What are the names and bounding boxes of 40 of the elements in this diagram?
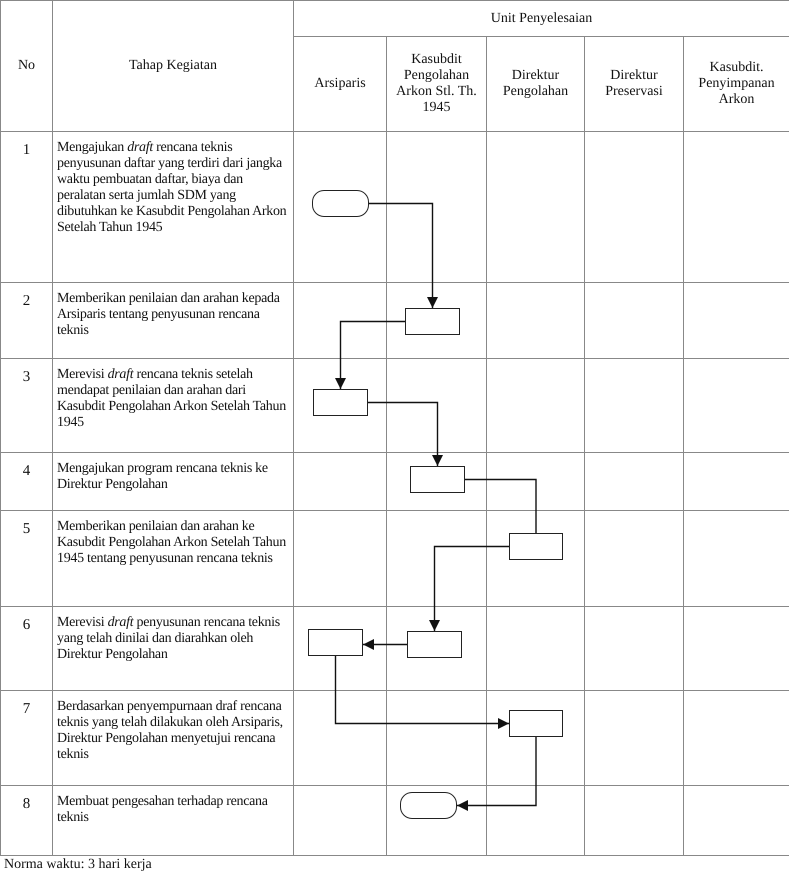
step-description: Merevisi draft rencana teknis setelah mendapat penilaian dan arahan dari Kasubdit Pengolahan Arkon Setelah Tahun 1945: [52, 358, 294, 452]
step-description: Memberikan penilaian dan arahan kepada Arsiparis tentang penyusunan rencana teknis: [52, 282, 294, 358]
step-description: Merevisi draft penyusunan rencana teknis yang telah dinilai dan diarahkan oleh Direktur Pengolahan: [52, 606, 294, 690]
process-box: [308, 629, 363, 656]
step-description: Mengajukan draft rencana teknis penyusunan daftar yang terdiri dari jangka waktu pembuatan daftar, biaya dan peralatan serta jumlah SDM yang dibutuhkan ke Kasubdit Pengolahan Arkon Setelah Tahun 1945: [52, 132, 294, 282]
step-description: Memberikan penilaian dan arahan ke Kasubdit Pengolahan Arkon Setelah Tahun 1945 tentang penyusunan rencana teknis: [52, 510, 294, 606]
process-box: [410, 466, 465, 493]
arrow: [428, 546, 509, 631]
arrow: [457, 737, 537, 812]
terminator-shape: [312, 190, 369, 217]
arrow: [334, 320, 405, 389]
step-description: Membuat pengesahan terhadap rencana teknis: [52, 786, 294, 856]
column-header: Unit Penyelesaian: [294, 0, 789, 36]
row-number: 3: [0, 358, 52, 452]
row-number: 1: [0, 132, 52, 282]
column-header: Arsiparis: [294, 36, 386, 132]
row-number: 5: [0, 510, 52, 606]
step-description: Berdasarkan penyempurnaan draf rencana teknis yang telah dilakukan oleh Arsiparis, Direktur Pengolahan menyetujui rencana teknis: [52, 690, 294, 786]
row-number: 4: [0, 452, 52, 510]
step-description: Mengajukan program rencana teknis ke Direktur Pengolahan: [52, 452, 294, 510]
column-header: Tahap Kegiatan: [52, 0, 294, 132]
note-text: Norma waktu: 3 hari kerja: [4, 857, 152, 873]
column-header: No: [0, 0, 52, 132]
row-number: 2: [0, 282, 52, 358]
process-box: [313, 389, 368, 416]
arrow: [369, 202, 438, 308]
process-box: [509, 710, 563, 737]
process-box: [407, 631, 462, 658]
arrow: [363, 638, 407, 650]
row-number: 7: [0, 690, 52, 786]
arrow: [368, 402, 444, 466]
arrow: [334, 656, 509, 730]
column-header: Kasubdit Pengolahan Arkon Stl. Th. 1945: [386, 36, 486, 132]
row-number: 8: [0, 786, 52, 856]
process-box: [509, 533, 563, 560]
column-header: Direktur Pengolahan: [486, 36, 584, 132]
terminator-shape: [400, 792, 457, 819]
row-number: 6: [0, 606, 52, 690]
column-header: Direktur Preservasi: [584, 36, 684, 132]
process-box: [405, 308, 460, 335]
